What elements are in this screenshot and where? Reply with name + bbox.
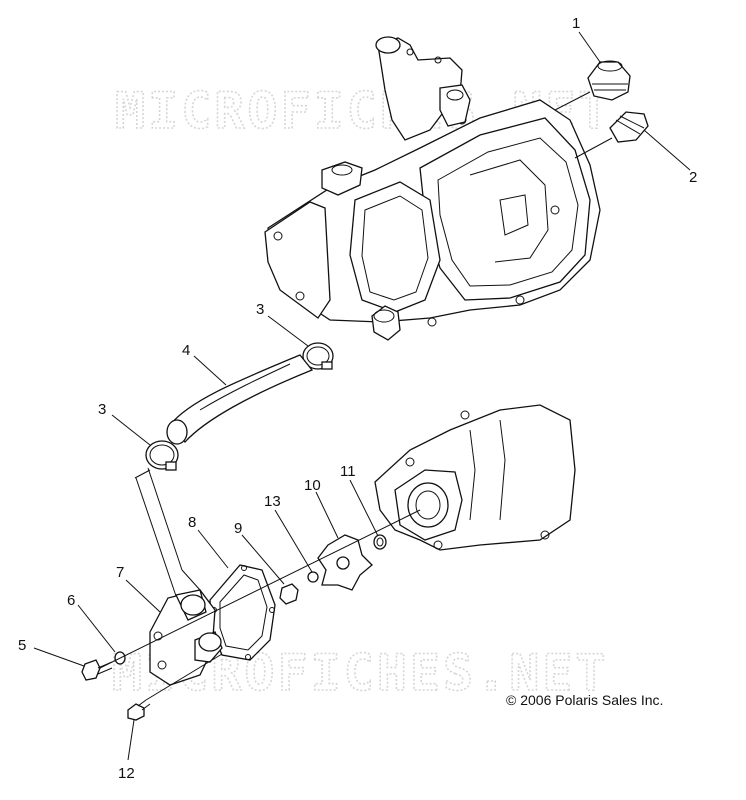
- callout-2: 2: [689, 169, 697, 186]
- callout-3-lower: 3: [98, 401, 106, 418]
- assembly-lines: [99, 467, 421, 701]
- part-3-lower-clamp: [145, 440, 179, 471]
- part-4-coolant-hose: [166, 354, 314, 445]
- part-11-seal: [373, 534, 387, 550]
- callout-leaders: [33, 31, 691, 761]
- copyright-notice: © 2006 Polaris Sales Inc.: [506, 692, 664, 708]
- callout-8: 8: [188, 514, 196, 531]
- part-2-sensor: [574, 111, 649, 159]
- callout-4: 4: [182, 342, 190, 359]
- part-9-nut: [279, 583, 299, 605]
- part-10-impeller: [317, 534, 373, 591]
- crankcase: [374, 404, 576, 551]
- callout-7: 7: [116, 564, 124, 581]
- part-5-bolt: [81, 659, 113, 681]
- callout-6: 6: [67, 592, 75, 609]
- callout-9: 9: [234, 520, 242, 537]
- callout-10: 10: [304, 477, 321, 494]
- callout-13: 13: [264, 493, 281, 510]
- part-12-bolt: [127, 699, 151, 721]
- callout-12: 12: [118, 765, 135, 782]
- callout-1: 1: [572, 15, 580, 32]
- part-3-upper-clamp: [302, 342, 334, 370]
- callout-11: 11: [340, 463, 356, 480]
- part-13-washer: [307, 571, 319, 583]
- callout-3-upper: 3: [256, 301, 264, 318]
- part-1-temperature-sensor: [554, 60, 631, 111]
- callout-5: 5: [18, 637, 26, 654]
- part-7-pump-cover: [149, 589, 223, 686]
- cylinder-head: [264, 36, 601, 341]
